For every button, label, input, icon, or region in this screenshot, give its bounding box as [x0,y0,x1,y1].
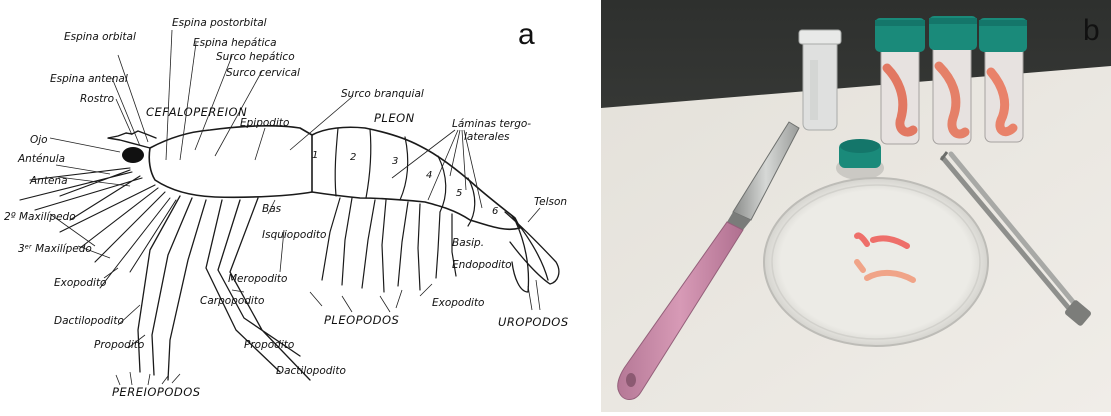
label-surco-cervical: Surco cervical [226,67,300,79]
segment-line-2 [366,129,371,198]
label-bas: Bas [262,203,282,215]
pleopods [322,198,456,292]
lab-photo [601,0,1111,412]
label-pereiopodos: PEREIOPODOS [112,385,201,399]
label-rostro: Rostro [80,93,114,105]
label-exopodito-left: Exopodito [54,277,107,289]
segment-line-1 [335,128,338,196]
petri-dish [764,178,988,346]
panel-letter-a: a [518,18,535,52]
label-propodito-left: Propodito [94,339,144,351]
carapace-outline [149,126,312,197]
pereiopods [138,196,310,380]
uropods [505,212,559,292]
label-exopodito-right: Exopodito [432,297,485,309]
photo-panel-b: b [601,0,1111,412]
specimen-tube-1 [875,18,925,144]
label-segment-5: 5 [456,188,462,199]
label-laterales: laterales [464,131,510,143]
label-espina-hepatica: Espina hepática [193,37,277,49]
eye-shape [122,147,144,163]
label-epipodito: Epipodito [240,117,289,129]
label-pleopodos: PLEOPODOS [324,313,399,327]
specimen-tube-2 [929,16,977,144]
label-meropodito: Meropodito [228,273,287,285]
loose-cap [836,139,884,180]
label-espina-orbital: Espina orbital [64,31,136,43]
label-segment-1: 1 [312,150,318,161]
label-carpopodito: Carpopodito [200,295,264,307]
label-antenula: Anténula [17,153,65,165]
label-espina-antenal: Espina antenal [50,73,128,85]
label-segment-2: 2 [350,152,356,163]
panel-letter-b: b [1083,14,1100,48]
label-telson: Telson [534,196,567,208]
label-isquiopodito: Isquiopodito [262,229,326,241]
label-surco-branquial: Surco branquial [341,88,424,100]
label-maxilipedo-3: 3ᵉʳ Maxilípedo [18,243,92,255]
label-ojo: Ojo [30,134,48,146]
specimen-tube-3 [979,18,1027,142]
label-dactilopodito-left: Dactilopodito [54,315,124,327]
label-espina-postorbital: Espina postorbital [172,17,267,29]
label-endopodito: Endopodito [452,259,512,271]
label-uropodos: UROPODOS [498,315,569,329]
label-surco-hepatico: Surco hepático [216,51,295,63]
segment-line-4 [438,156,446,212]
label-maxilipedo-2: 2º Maxilípedo [4,211,76,223]
label-propodito-bottom: Propodito [244,339,294,351]
empty-tube [799,30,841,130]
label-pleon: PLEON [374,111,415,125]
shrimp-diagram: Espina postorbital Espina orbital Espina… [0,0,590,412]
rostrum [108,131,156,148]
label-segment-4: 4 [426,170,432,181]
diagram-panel-a: Espina postorbital Espina orbital Espina… [0,0,590,412]
label-antena: Antena [29,175,68,187]
label-dactilopodito-bottom: Dactilopodito [276,365,346,377]
label-cefalopereion: CEFALOPEREION [146,105,247,119]
label-segment-6: 6 [492,206,498,217]
label-basip: Basip. [452,237,484,249]
label-segment-3: 3 [392,156,398,167]
label-laminas-tergo: Láminas tergo- [452,118,531,130]
